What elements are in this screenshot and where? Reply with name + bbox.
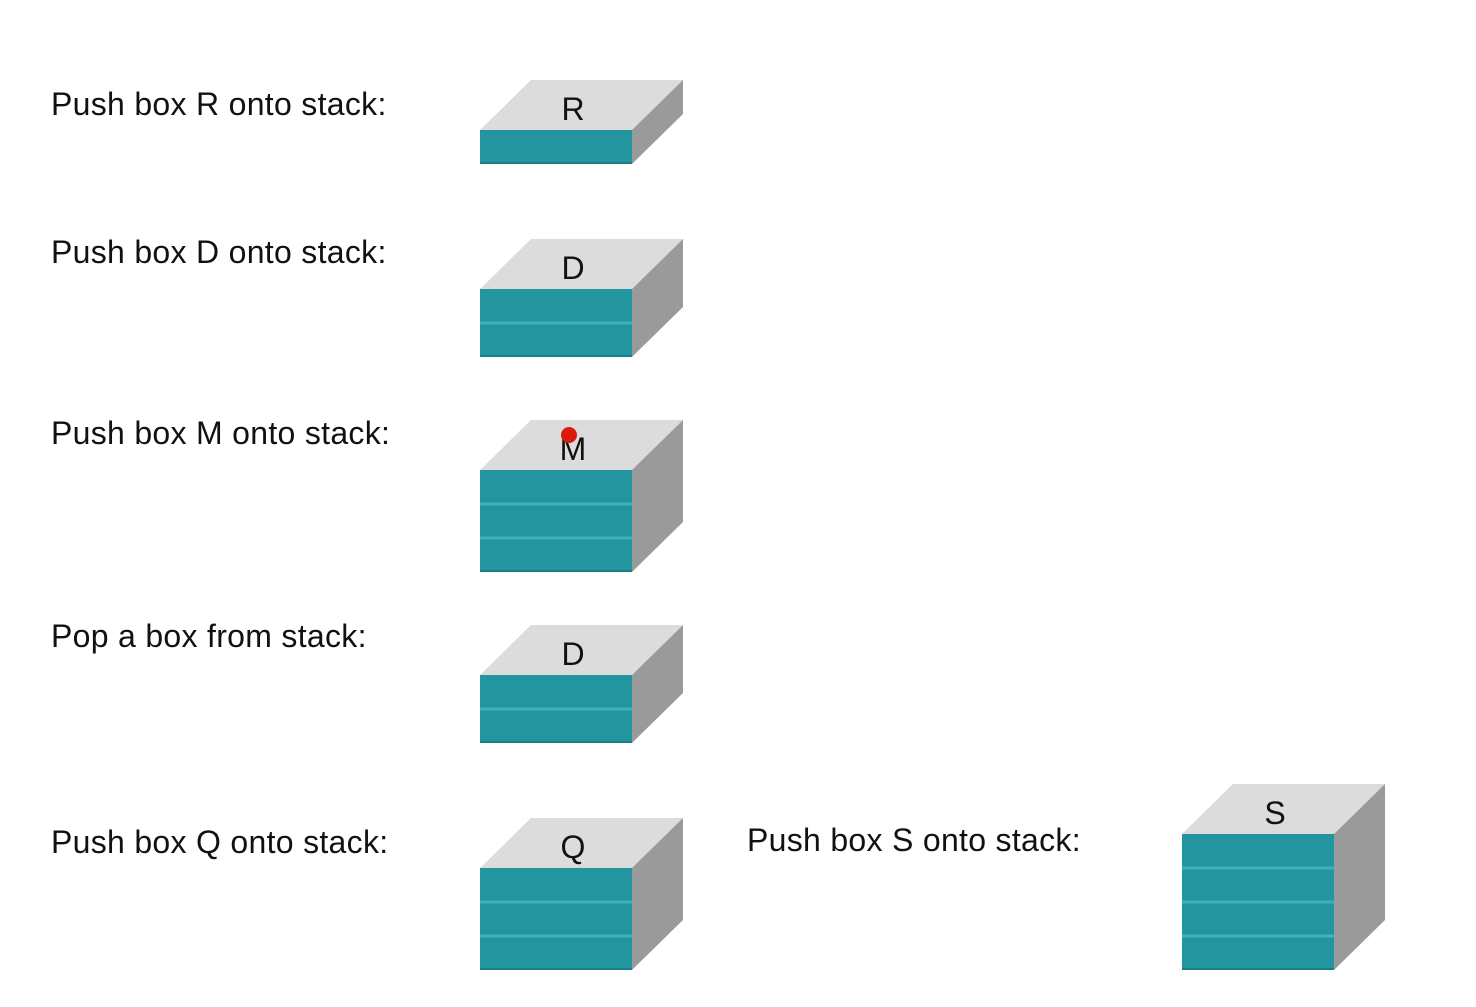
stack-side-face	[1334, 784, 1385, 970]
stack-box	[480, 868, 632, 902]
stack-top-face	[480, 625, 683, 675]
step-label: Pop a box from stack:	[51, 618, 367, 654]
stack-box	[480, 470, 632, 504]
top-box-letter: S	[1264, 795, 1285, 831]
stack-box	[1182, 834, 1334, 868]
stack-side-face	[632, 420, 683, 572]
box-stack: D	[480, 625, 683, 743]
stack-box	[1182, 936, 1334, 970]
stack-box	[480, 675, 632, 709]
stack-box	[1182, 868, 1334, 902]
box-stack: R	[480, 80, 683, 164]
stack-box	[480, 902, 632, 936]
stack-top-face	[480, 239, 683, 289]
box-stack: Q	[480, 818, 683, 970]
stack-top-face	[480, 818, 683, 868]
stack-box	[480, 289, 632, 323]
stack-box	[480, 323, 632, 357]
stack-box	[480, 130, 632, 164]
step-label: Push box R onto stack:	[51, 86, 387, 122]
stack-top-face	[480, 420, 683, 470]
stack-box	[480, 538, 632, 572]
step-label: Push box Q onto stack:	[51, 824, 389, 860]
top-box-letter: Q	[561, 829, 586, 865]
stack-top-face	[1182, 784, 1385, 834]
stack-side-face	[632, 818, 683, 970]
top-box-letter: R	[561, 91, 584, 127]
stack-box	[480, 936, 632, 970]
box-stack: S	[1182, 784, 1385, 970]
stack-side-face	[632, 239, 683, 357]
box-stack: M	[480, 420, 683, 572]
box-stack: D	[480, 239, 683, 357]
top-box-letter: D	[561, 250, 584, 286]
stack-side-face	[632, 80, 683, 164]
pointer-dot	[561, 427, 577, 443]
stack-box	[480, 504, 632, 538]
step-label: Push box D onto stack:	[51, 234, 387, 270]
top-box-letter: D	[561, 636, 584, 672]
stack-side-face	[632, 625, 683, 743]
stack-top-face	[480, 80, 683, 130]
stack-box	[1182, 902, 1334, 936]
stack-box	[480, 709, 632, 743]
step-label: Push box S onto stack:	[747, 822, 1081, 858]
step-label: Push box M onto stack:	[51, 415, 391, 451]
